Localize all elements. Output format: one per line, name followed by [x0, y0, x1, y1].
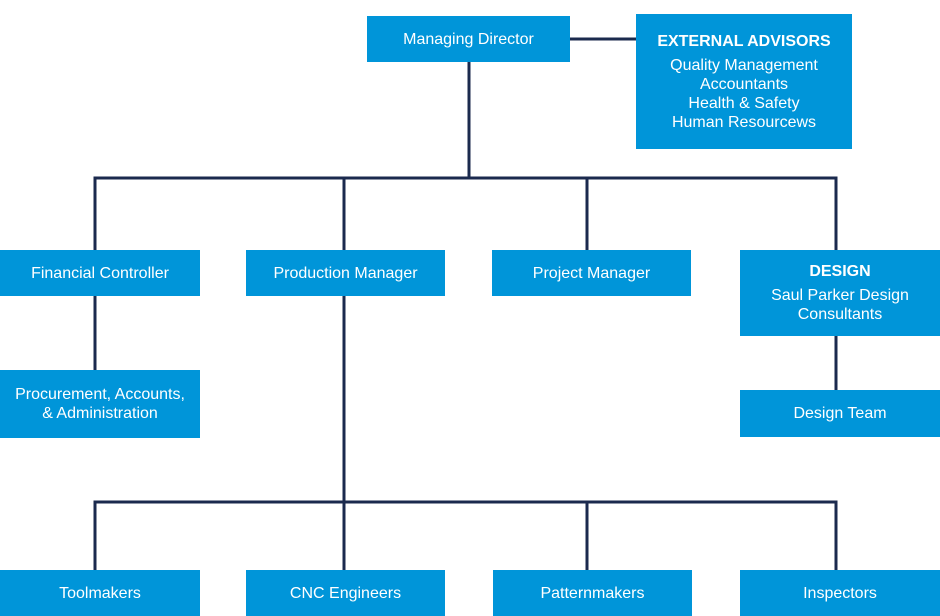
procurement-line: Procurement, Accounts, — [15, 386, 185, 403]
cnc-engineers-label: CNC Engineers — [289, 584, 402, 602]
managing-director-label: Managing Director — [403, 30, 534, 48]
advisor-item: Quality Management — [670, 56, 818, 74]
financial-controller-box: Financial Controller — [0, 250, 200, 296]
project-manager-label: Project Manager — [532, 264, 651, 282]
procurement-line: & Administration — [42, 405, 158, 422]
inspectors-label: Inspectors — [803, 584, 877, 602]
inspectors-box: Inspectors — [740, 570, 940, 616]
project-manager-box: Project Manager — [492, 250, 691, 296]
design-line: Saul Parker Design — [771, 287, 909, 304]
design-team-box: Design Team — [740, 390, 940, 437]
managing-director-box: Managing Director — [367, 16, 570, 62]
advisor-item: Accountants — [699, 75, 789, 93]
toolmakers-label: Toolmakers — [59, 584, 141, 602]
advisor-item: Human Resourcews — [671, 113, 817, 131]
production-manager-label: Production Manager — [273, 264, 418, 282]
production-manager-box: Production Manager — [246, 250, 445, 296]
financial-controller-label: Financial Controller — [31, 264, 169, 282]
design-team-label: Design Team — [793, 405, 887, 422]
design-box: DESIGN Saul Parker Design Consultants — [740, 250, 940, 336]
procurement-box: Procurement, Accounts, & Administration — [0, 370, 200, 438]
toolmakers-box: Toolmakers — [0, 570, 200, 616]
external-advisors-box: EXTERNAL ADVISORS Quality Management Acc… — [636, 14, 852, 149]
design-line: Consultants — [797, 306, 883, 323]
patternmakers-label: Patternmakers — [540, 584, 645, 602]
design-heading: DESIGN — [809, 263, 871, 280]
cnc-engineers-box: CNC Engineers — [246, 570, 445, 616]
advisor-item: Health & Safety — [688, 94, 800, 112]
patternmakers-box: Patternmakers — [493, 570, 692, 616]
external-advisors-heading: EXTERNAL ADVISORS — [657, 32, 831, 50]
